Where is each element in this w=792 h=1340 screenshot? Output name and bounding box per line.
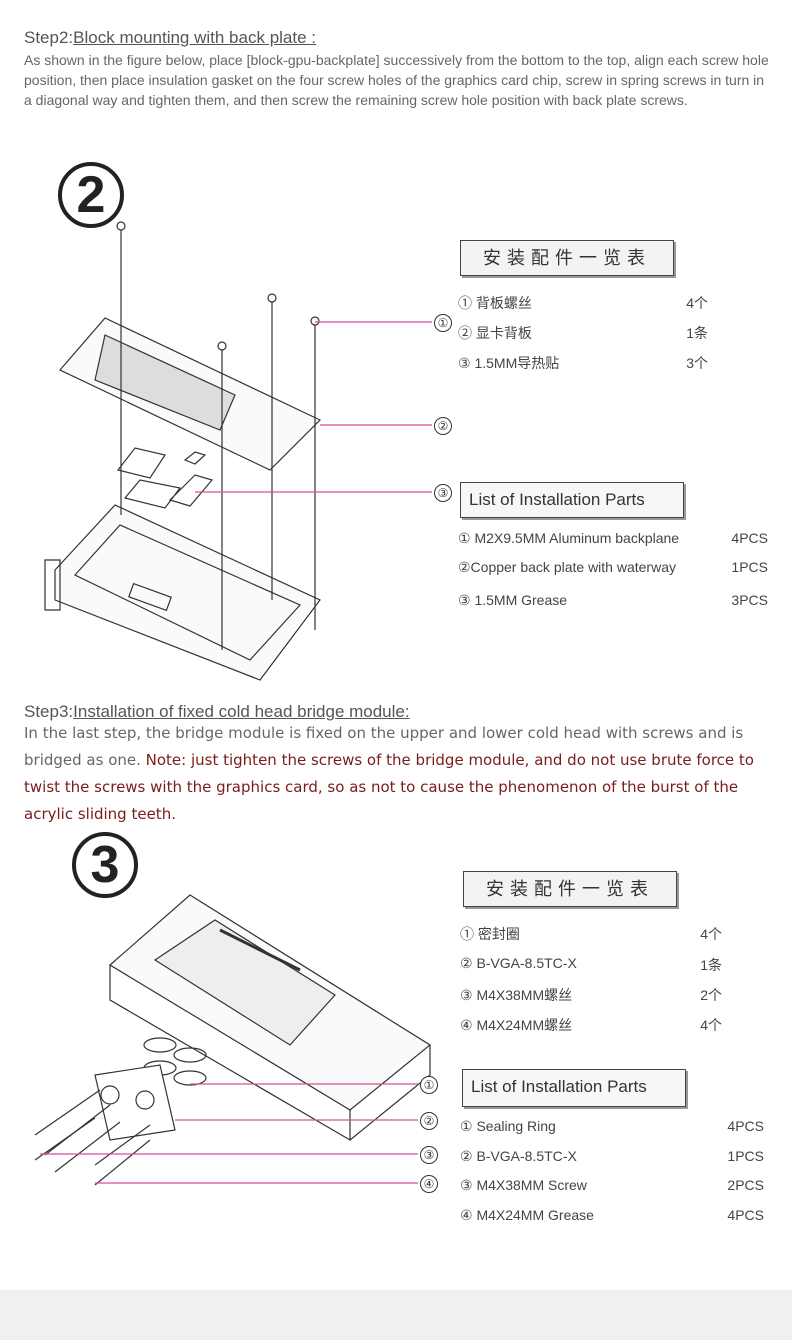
step3-en-item: ② B-VGA-8.5TC-X 1PCS xyxy=(460,1148,764,1165)
step2-number-badge: 2 xyxy=(58,162,124,228)
item-qty: 1条 xyxy=(700,957,722,973)
footer-band xyxy=(0,1290,792,1340)
step2-callout-2: ② xyxy=(434,417,452,435)
item-label: ① 背板螺丝 xyxy=(458,295,532,311)
step2-en-item: ① M2X9.5MM Aluminum backplane 4PCS xyxy=(458,530,768,547)
step3-cn-item: ③ M4X38MM螺丝 2个 xyxy=(460,985,722,1005)
item-qty: 4个 xyxy=(686,295,708,311)
item-label: ③ M4X38MM螺丝 xyxy=(460,987,573,1003)
step3-cn-item: ② B-VGA-8.5TC-X 1条 xyxy=(460,955,722,973)
step2-heading: Step2:Block mounting with back plate : xyxy=(24,28,316,48)
step3-body: In the last step, the bridge module is f… xyxy=(24,724,744,769)
item-qty: 4个 xyxy=(700,1017,722,1033)
item-qty: 1PCS xyxy=(731,559,768,575)
step3-title: Installation of fixed cold head bridge m… xyxy=(73,702,410,721)
step3-note: Note: just tighten the screws of the bri… xyxy=(24,751,754,823)
step2-cn-parts-title: 安装配件一览表 xyxy=(460,240,674,276)
item-label: ② B-VGA-8.5TC-X xyxy=(460,955,577,971)
item-label: ③ 1.5MM Grease xyxy=(458,592,568,608)
step2-prefix: Step2: xyxy=(24,28,74,47)
step2-en-item: ②Copper back plate with waterway 1PCS xyxy=(458,559,768,576)
step2-cn-item: ③ 1.5MM导热贴 3个 xyxy=(458,353,708,373)
step3-description: In the last step, the bridge module is f… xyxy=(24,720,784,828)
step2-callout-1: ① xyxy=(434,314,452,332)
item-qty: 4PCS xyxy=(727,1118,764,1134)
item-qty: 1条 xyxy=(686,325,708,341)
step2-en-item: ③ 1.5MM Grease 3PCS xyxy=(458,592,768,609)
step3-callout-2: ② xyxy=(420,1112,438,1130)
step3-callout-1: ① xyxy=(420,1076,438,1094)
item-qty: 4PCS xyxy=(731,530,768,546)
step3-number-badge: 3 xyxy=(72,832,138,898)
item-label: ②Copper back plate with waterway xyxy=(458,559,676,575)
item-label: ② B-VGA-8.5TC-X xyxy=(460,1148,577,1164)
step3-en-item: ④ M4X24MM Grease 4PCS xyxy=(460,1207,764,1224)
item-label: ③ 1.5MM导热贴 xyxy=(458,355,560,371)
item-label: ④ M4X24MM螺丝 xyxy=(460,1017,573,1033)
item-qty: 4PCS xyxy=(727,1207,764,1223)
step3-heading: Step3:Installation of fixed cold head br… xyxy=(24,702,410,722)
item-label: ④ M4X24MM Grease xyxy=(460,1207,594,1223)
step2-description: As shown in the figure below, place [blo… xyxy=(24,52,769,108)
item-label: ③ M4X38MM Screw xyxy=(460,1177,587,1193)
step3-en-item: ③ M4X38MM Screw 2PCS xyxy=(460,1177,764,1194)
step2-cn-item: ① 背板螺丝 4个 xyxy=(458,293,708,313)
step3-callout-3: ③ xyxy=(420,1146,438,1164)
step2-en-parts-title: List of Installation Parts xyxy=(460,482,684,518)
item-qty: 1PCS xyxy=(727,1148,764,1164)
item-qty: 3PCS xyxy=(731,592,768,608)
item-qty: 2PCS xyxy=(727,1177,764,1193)
step3-prefix: Step3: xyxy=(24,702,74,721)
step3-en-item: ① Sealing Ring 4PCS xyxy=(460,1118,764,1135)
step3-cn-item: ① 密封圈 4个 xyxy=(460,924,722,944)
item-label: ② 显卡背板 xyxy=(458,325,532,341)
item-label: ① Sealing Ring xyxy=(460,1118,556,1134)
item-qty: 3个 xyxy=(686,355,708,371)
step2-cn-item: ② 显卡背板 1条 xyxy=(458,323,708,343)
item-qty: 2个 xyxy=(700,987,722,1003)
item-label: ① 密封圈 xyxy=(460,926,520,942)
step3-en-parts-title: List of Installation Parts xyxy=(462,1069,686,1107)
step2-callout-3: ③ xyxy=(434,484,452,502)
step3-cn-parts-title: 安装配件一览表 xyxy=(463,871,677,907)
step2-title: Block mounting with back plate : xyxy=(73,28,317,47)
step3-callout-4: ④ xyxy=(420,1175,438,1193)
step3-cn-item: ④ M4X24MM螺丝 4个 xyxy=(460,1015,722,1035)
item-qty: 4个 xyxy=(700,926,722,942)
item-label: ① M2X9.5MM Aluminum backplane xyxy=(458,530,680,546)
